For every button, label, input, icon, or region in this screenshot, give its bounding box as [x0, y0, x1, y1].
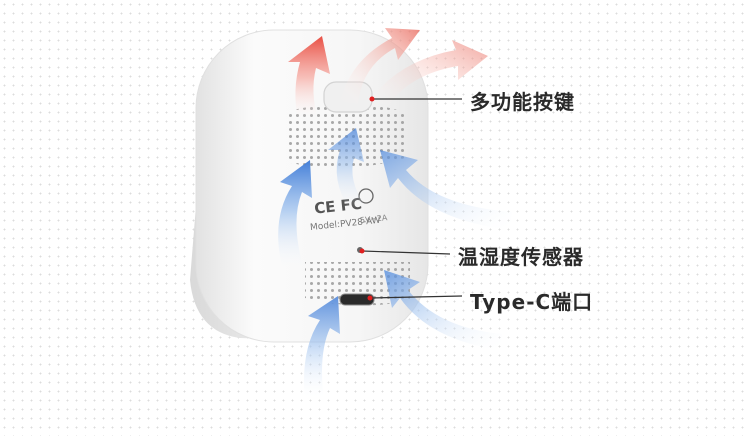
callout-type-c-port: Type-C端口 — [470, 290, 594, 314]
warm-air-arrows — [288, 28, 488, 120]
callout-lines — [359, 96, 463, 301]
type-c-port — [339, 293, 375, 306]
bottom-vent — [305, 262, 410, 306]
cool-air-arrows — [278, 128, 512, 400]
callout-temp-humidity-sensor: 温湿度传感器 — [458, 245, 584, 269]
rating-text: 5V⎓2A — [360, 213, 389, 225]
callout-multi-function-button: 多功能按键 — [470, 90, 575, 114]
